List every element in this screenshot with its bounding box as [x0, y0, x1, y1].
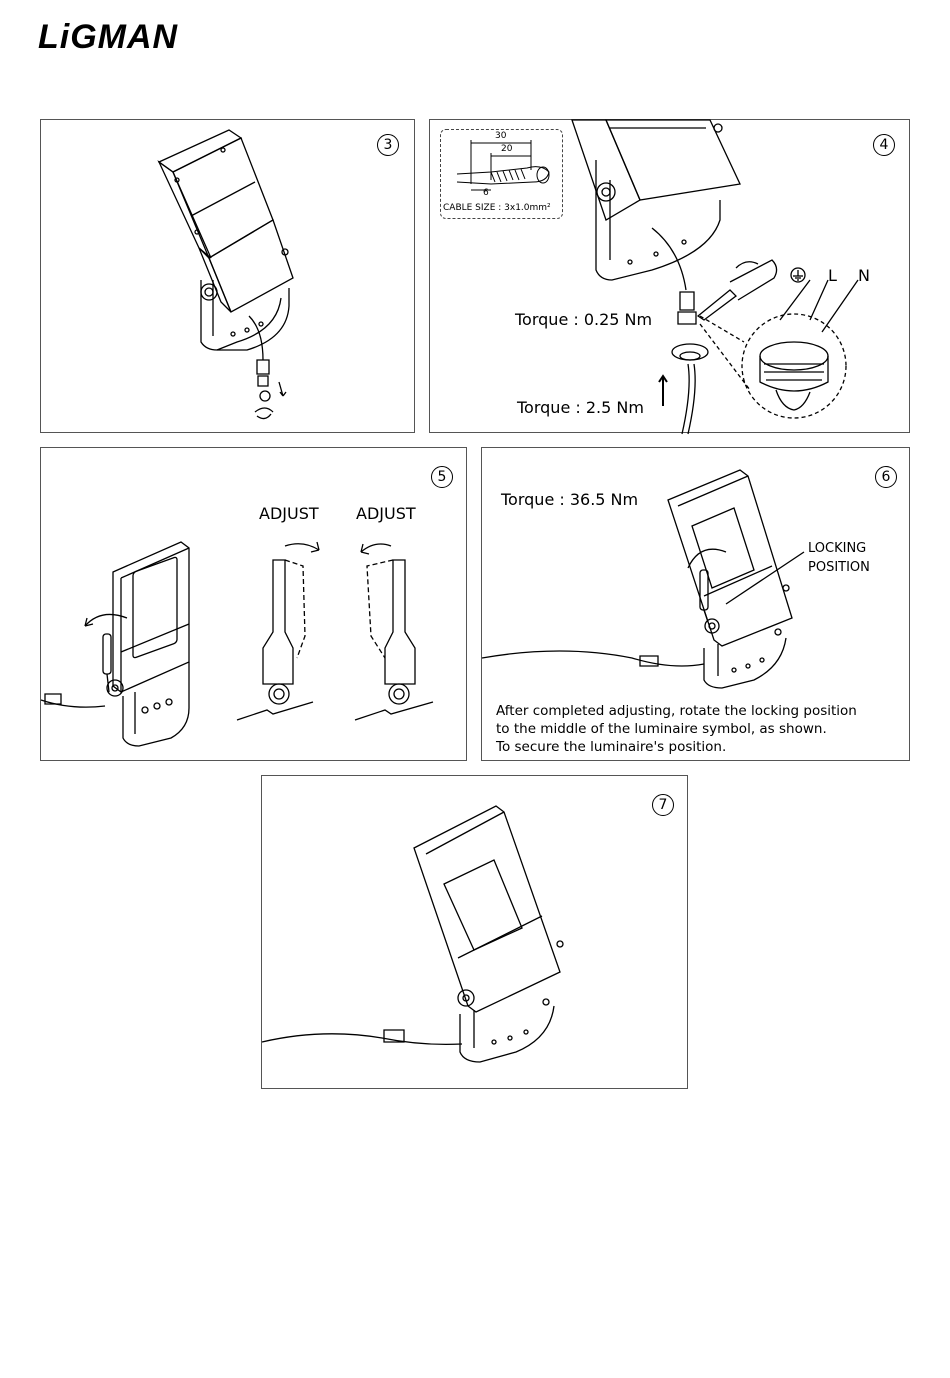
panel-step-3: 3: [40, 119, 415, 433]
adjust-drawing-step-5: [41, 448, 468, 762]
brand-logo: LiGMAN: [38, 18, 178, 57]
final-drawing-step-7: [262, 776, 689, 1090]
panel-step-4: 4 30 20 6 CABLE SIZE : 3x1.0mm² Torque :…: [429, 119, 910, 433]
ground-icon: [791, 268, 805, 282]
panel-step-6: 6 Torque : 36.5 Nm LOCKING POSITION Afte…: [481, 447, 910, 761]
luminaire-drawing-step-3: [41, 120, 416, 434]
panel-step-7: 7: [261, 775, 688, 1089]
locking-drawing-step-6: [482, 448, 911, 762]
wiring-drawing-step-4: [430, 120, 911, 434]
panel-step-5: 5 ADJUST ADJUST: [40, 447, 467, 761]
